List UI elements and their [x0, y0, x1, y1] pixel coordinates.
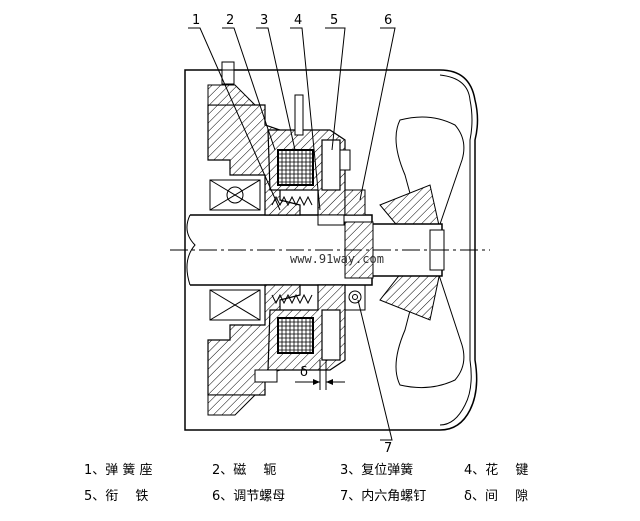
adjusting-nut: [344, 189, 366, 216]
armature-lower: [321, 309, 341, 361]
legend-item-7: 7、内六角螺钉: [340, 489, 427, 504]
armature-upper: [321, 139, 341, 191]
callout-5: 5: [330, 13, 338, 28]
legend-item-2: 2、磁 轭: [212, 463, 277, 478]
watermark: www.91way.com: [290, 252, 384, 266]
legend-item-3: 3、复位弹簧: [340, 463, 414, 478]
return-spring-lower: [271, 293, 313, 305]
top-screw: [221, 61, 235, 85]
spline-key: [317, 214, 345, 226]
legend-item-5: 5、衔 铁: [84, 489, 149, 504]
parts-legend: 1、弹 簧 座 2、磁 轭 3、复位弹簧 4、花 键 5、衔 铁 6、调节螺母 …: [0, 455, 640, 521]
callout-1: 1: [192, 13, 200, 28]
fan-housing: [184, 69, 479, 431]
callout-7: 7: [384, 441, 392, 455]
terminal-post: [294, 94, 304, 136]
callout-6: 6: [384, 13, 392, 28]
callout-3: 3: [260, 13, 268, 28]
hex-socket-screw: [348, 290, 362, 304]
bottom-screw: [254, 369, 278, 383]
legend-item-1: 1、弹 簧 座: [84, 463, 153, 478]
legend-item-4: 4、花 键: [464, 463, 529, 478]
return-spring-upper: [271, 195, 313, 207]
legend-item-8: δ、间 隙: [464, 489, 529, 504]
gap-symbol: δ: [300, 365, 308, 380]
coil-lower: [277, 317, 314, 354]
coil-upper: [277, 149, 314, 186]
clutch-cross-section-diagram: δ 1 2 3 4 5 6 7 www.91way.com: [170, 13, 490, 455]
legend-item-6: 6、调节螺母: [212, 489, 286, 504]
callout-4: 4: [294, 13, 302, 28]
fan-blade-lower: [395, 271, 465, 389]
fan-blade-upper: [395, 116, 465, 231]
callout-2: 2: [226, 13, 234, 28]
